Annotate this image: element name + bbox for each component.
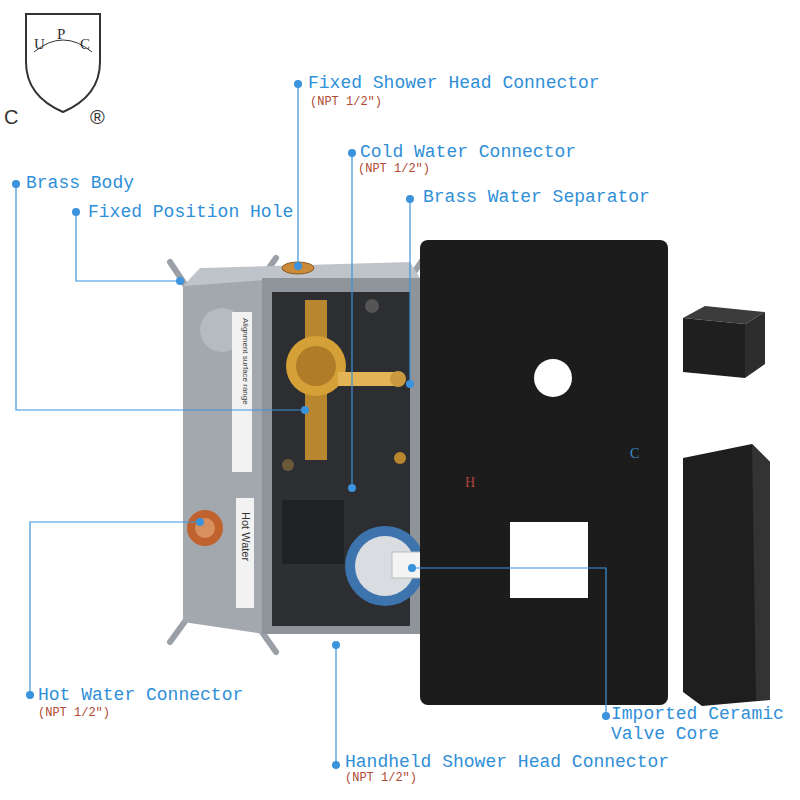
thread-size: (NPT 1/2") xyxy=(345,772,417,785)
logo-letter: C xyxy=(80,36,90,53)
part-label: Brass Water Separator xyxy=(423,188,650,208)
thread-size: (NPT 1/2") xyxy=(310,96,382,109)
part-label: Handheld Shower Head Connector xyxy=(345,753,669,773)
part-label: Imported Ceramic Valve Core xyxy=(611,705,796,745)
part-label: Brass Body xyxy=(26,174,134,194)
logo-letter: P xyxy=(57,26,65,43)
part-label: Fixed Shower Head Connector xyxy=(308,74,600,94)
plate-mark: C xyxy=(630,446,639,461)
logo-letter: U xyxy=(34,36,45,53)
plate-mark: H xyxy=(465,475,475,490)
sticker-text: Hot Water xyxy=(240,512,252,561)
part-label: Fixed Position Hole xyxy=(88,203,293,223)
logo-letter: C xyxy=(4,106,18,128)
logo-mark: ® xyxy=(90,106,105,128)
part-label: Hot Water Connector xyxy=(38,686,243,706)
sticker-text: Alignment surface range xyxy=(240,318,249,405)
thread-size: (NPT 1/2") xyxy=(38,707,110,720)
part-label: Cold Water Connector xyxy=(360,143,576,163)
thread-size: (NPT 1/2") xyxy=(358,163,430,176)
